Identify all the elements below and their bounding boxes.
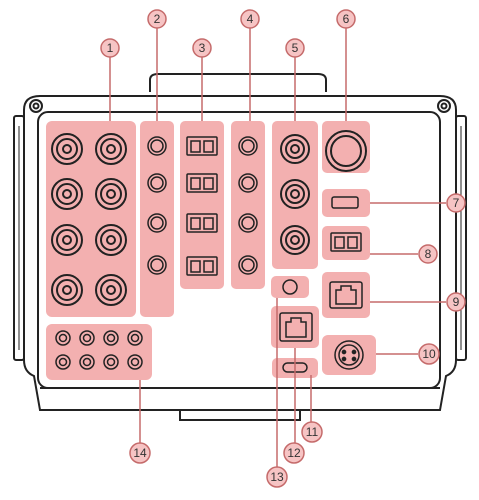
round-jack-icon <box>238 173 258 193</box>
svg-text:14: 14 <box>133 446 147 460</box>
round-jack-icon <box>147 136 167 156</box>
fiber-port-icon <box>186 173 218 193</box>
svg-text:5: 5 <box>292 41 299 55</box>
round-jack-group-4 <box>238 136 258 275</box>
callout-12: 12 <box>283 442 305 464</box>
callout-10: 10 <box>418 343 440 365</box>
round-jack-icon <box>238 255 258 275</box>
small-jack-icon <box>127 330 143 346</box>
callout-13: 13 <box>266 466 288 488</box>
large-connector-icon <box>325 130 367 172</box>
svg-text:6: 6 <box>343 12 350 26</box>
zone-10 <box>322 335 376 375</box>
svg-text:1: 1 <box>107 41 114 55</box>
small-jack-icon <box>55 330 71 346</box>
small-jack-icon <box>79 354 95 370</box>
leader-lines <box>109 28 446 467</box>
ethernet-port-icon <box>329 281 363 309</box>
zone-7 <box>322 189 370 217</box>
bnc-connector-group <box>51 133 127 306</box>
svg-text:12: 12 <box>287 446 301 460</box>
zone-14 <box>46 324 152 380</box>
fiber-port-icon <box>330 232 362 252</box>
svg-text:10: 10 <box>422 347 436 361</box>
zone-1 <box>46 121 136 317</box>
fiber-port-icon <box>186 256 218 276</box>
zone-12 <box>271 306 319 348</box>
zone-13 <box>271 276 309 298</box>
callout-badges: 1 2 3 4 5 6 7 8 9 10 11 12 13 14 <box>100 9 466 488</box>
zone-5 <box>272 121 318 269</box>
zone-3 <box>180 121 224 289</box>
svg-text:4: 4 <box>247 12 254 26</box>
bnc-connector-icon <box>280 225 310 255</box>
small-jack-icon <box>79 330 95 346</box>
bnc-connector-icon <box>95 178 127 210</box>
zone-4 <box>231 121 265 289</box>
bnc-connector-icon <box>51 224 83 256</box>
svg-text:11: 11 <box>306 425 319 439</box>
round-jack-icon <box>238 213 258 233</box>
highlight-zones <box>46 121 376 380</box>
bnc-connector-group-5 <box>280 134 310 255</box>
round-jack-icon <box>238 136 258 156</box>
power-connector-icon <box>334 340 364 370</box>
svg-text:2: 2 <box>154 12 161 26</box>
callout-3: 3 <box>192 38 212 58</box>
bnc-connector-icon <box>280 134 310 164</box>
round-jack-group-2 <box>147 136 167 275</box>
fiber-port-icon <box>186 136 218 156</box>
fiber-port-icon <box>186 213 218 233</box>
zone-8 <box>322 226 370 260</box>
svg-text:9: 9 <box>453 295 460 309</box>
callout-1: 1 <box>100 38 120 58</box>
usb-port-icon <box>331 196 359 209</box>
small-jack-icon <box>103 354 119 370</box>
bnc-connector-icon <box>95 274 127 306</box>
fiber-port-group <box>186 136 218 276</box>
round-jack-icon <box>147 255 167 275</box>
callout-5: 5 <box>285 38 305 58</box>
small-jack-icon <box>103 330 119 346</box>
bnc-connector-icon <box>51 133 83 165</box>
svg-text:13: 13 <box>270 470 284 484</box>
svg-text:7: 7 <box>453 196 460 210</box>
callout-11: 11 <box>301 421 323 443</box>
small-jack-icon <box>55 354 71 370</box>
small-jack-group <box>55 330 143 370</box>
callout-14: 14 <box>129 442 151 464</box>
svg-text:3: 3 <box>199 41 206 55</box>
bnc-connector-icon <box>95 133 127 165</box>
callout-9: 9 <box>446 292 466 312</box>
small-jack-icon <box>127 354 143 370</box>
zone-9 <box>322 272 370 318</box>
ethernet-port-icon <box>279 312 313 342</box>
svg-text:8: 8 <box>425 247 432 261</box>
bnc-connector-icon <box>95 224 127 256</box>
small-jack-icon <box>282 279 298 295</box>
round-jack-icon <box>147 173 167 193</box>
zone-2 <box>140 121 174 317</box>
bnc-connector-icon <box>280 179 310 209</box>
round-jack-icon <box>147 213 167 233</box>
callout-2: 2 <box>147 9 167 29</box>
callout-4: 4 <box>240 9 260 29</box>
callout-8: 8 <box>418 244 438 264</box>
callout-7: 7 <box>446 193 466 213</box>
bnc-connector-icon <box>51 274 83 306</box>
device-chassis <box>13 73 467 421</box>
bnc-connector-icon <box>51 178 83 210</box>
callout-6: 6 <box>336 9 356 29</box>
